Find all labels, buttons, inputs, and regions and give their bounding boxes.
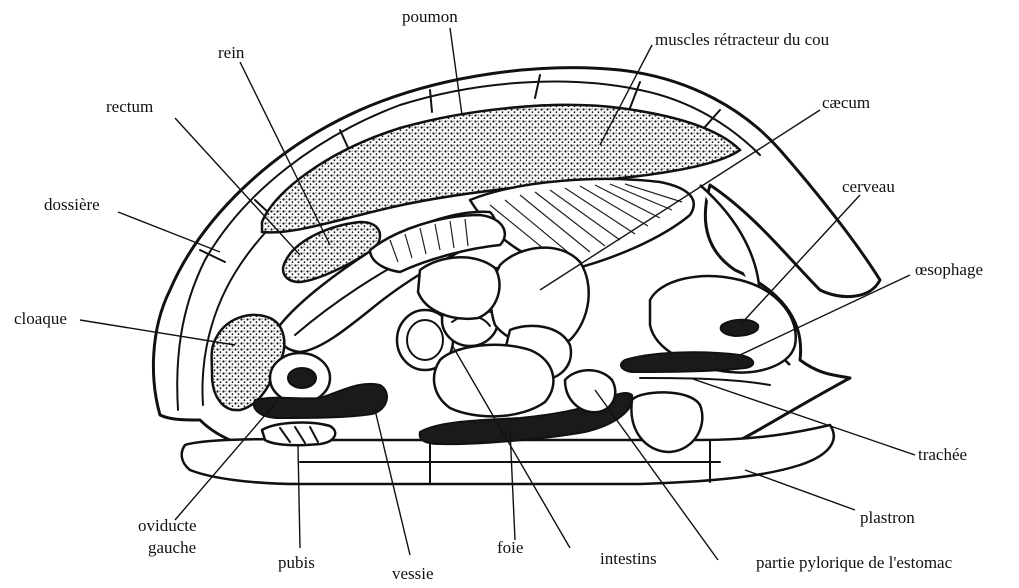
label-vessie: vessie	[392, 564, 434, 583]
pubis-organ	[262, 423, 335, 446]
label-cloaque: cloaque	[14, 309, 67, 328]
label-rectum: rectum	[106, 97, 153, 116]
label-foie: foie	[497, 538, 523, 557]
label-poumon: poumon	[402, 7, 458, 26]
label-rein: rein	[218, 43, 245, 62]
label-oviducte: oviducte	[138, 516, 197, 535]
label-dossiere: dossière	[44, 195, 100, 214]
label-oesophage: œsophage	[915, 260, 983, 279]
label-trachee: trachée	[918, 445, 967, 464]
vessie-organ	[270, 353, 330, 403]
label-plastron: plastron	[860, 508, 915, 527]
label-gauche: gauche	[148, 538, 196, 557]
label-pylorique: partie pylorique de l'estomac	[756, 553, 953, 572]
label-caecum: cæcum	[822, 93, 870, 112]
label-pubis: pubis	[278, 553, 315, 572]
cerveau-organ	[721, 320, 758, 336]
label-intestins: intestins	[600, 549, 657, 568]
label-muscles: muscles rétracteur du cou	[655, 30, 830, 49]
label-cerveau: cerveau	[842, 177, 895, 196]
